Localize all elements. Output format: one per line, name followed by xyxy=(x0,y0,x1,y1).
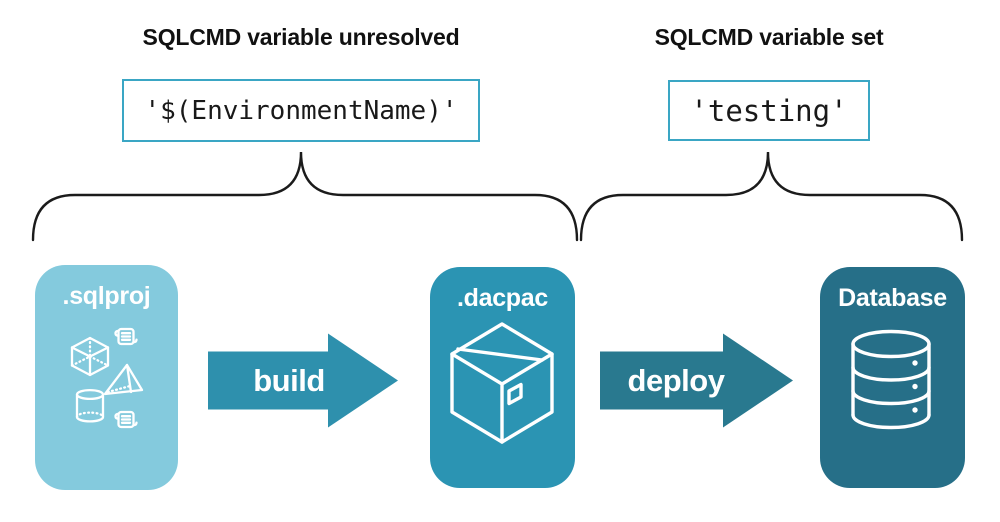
heading-set: SQLCMD variable set xyxy=(654,24,884,50)
code-box-testing-value: 'testing' xyxy=(668,80,870,141)
heading-unresolved: SQLCMD variable unresolved xyxy=(142,24,460,50)
script-scroll-icon xyxy=(115,328,137,345)
build-arrow xyxy=(208,333,398,428)
dacpac-card-label: .dacpac xyxy=(456,284,548,312)
deploy-arrow-shape xyxy=(600,333,793,428)
script-scroll-icon xyxy=(115,411,137,428)
code-text-testing-value: 'testing' xyxy=(690,93,848,128)
cube-icon xyxy=(70,336,110,377)
code-box-environment-variable: '$(EnvironmentName)' xyxy=(122,79,480,142)
sql-objects-icon xyxy=(70,328,144,428)
right-brace xyxy=(579,151,964,242)
package-box-icon xyxy=(450,322,554,444)
cylinder-icon xyxy=(75,388,105,423)
deploy-arrow xyxy=(600,333,793,428)
database-card-label: Database xyxy=(838,284,947,312)
deploy-arrow-label: deploy xyxy=(627,362,725,398)
code-text-environment-variable: '$(EnvironmentName)' xyxy=(144,95,458,126)
database-cylinder-icon xyxy=(851,329,931,430)
build-arrow-shape xyxy=(208,333,398,428)
dacpac-card: .dacpac xyxy=(430,267,575,488)
pyramid-icon xyxy=(103,363,144,396)
build-arrow-label: build xyxy=(253,362,325,398)
sqlproj-card: .sqlproj xyxy=(35,265,178,490)
left-brace xyxy=(31,151,579,242)
sqlproj-card-label: .sqlproj xyxy=(62,282,151,310)
database-card: Database xyxy=(820,267,965,488)
